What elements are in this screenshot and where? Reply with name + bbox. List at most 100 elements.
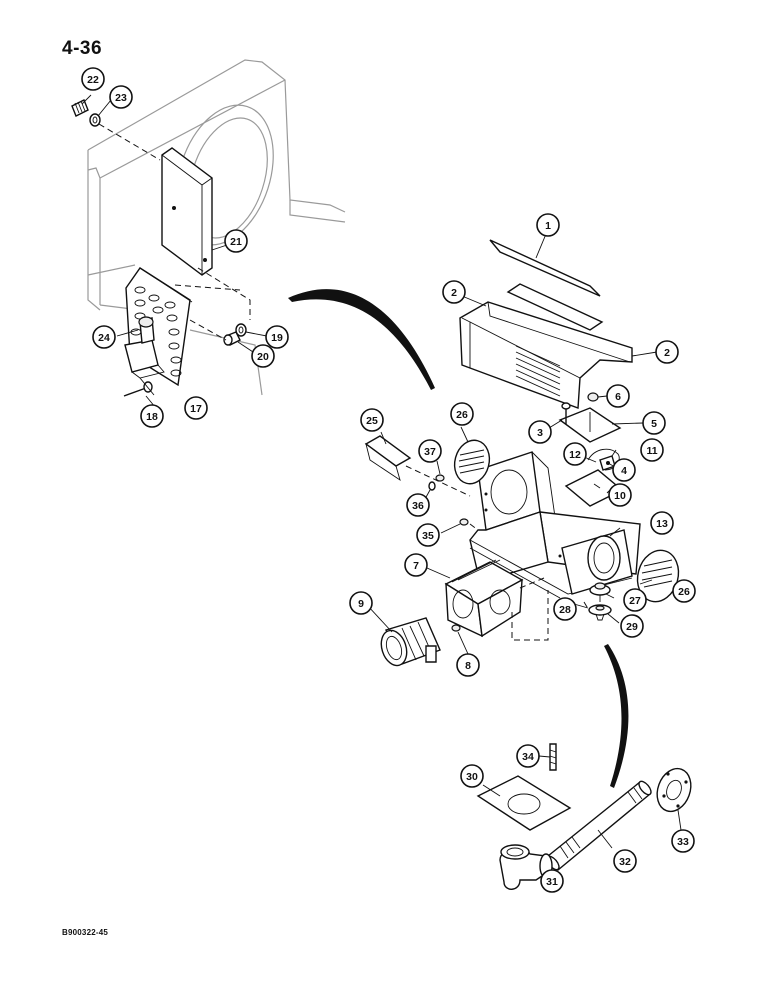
elbow-31 <box>499 844 553 890</box>
valve-27 <box>589 582 611 602</box>
svg-text:2: 2 <box>451 287 457 299</box>
callout-18: 18 <box>140 404 164 428</box>
callout-17: 17 <box>184 396 208 420</box>
callout-2-right: 2 <box>655 340 679 364</box>
washer-19 <box>235 323 247 337</box>
nut-6 <box>587 392 599 402</box>
fastener-37 <box>435 474 445 482</box>
page-number: 4-36 <box>62 38 103 59</box>
svg-text:32: 32 <box>619 856 631 868</box>
svg-text:36: 36 <box>412 500 424 512</box>
callout-24: 24 <box>92 325 116 349</box>
svg-text:8: 8 <box>465 660 471 672</box>
callout-13: 13 <box>650 511 674 535</box>
svg-text:37: 37 <box>424 446 436 458</box>
callout-26-lower: 26 <box>672 579 696 603</box>
svg-text:3: 3 <box>537 427 543 439</box>
svg-text:35: 35 <box>422 530 434 542</box>
duct-connector-9 <box>380 617 441 667</box>
flange-33 <box>656 767 692 813</box>
svg-text:24: 24 <box>98 332 110 344</box>
cover-2 <box>459 301 633 409</box>
callout-11: 11 <box>640 438 664 462</box>
svg-text:20: 20 <box>257 351 269 363</box>
svg-text:7: 7 <box>413 560 419 572</box>
callout-9: 9 <box>349 591 373 615</box>
callout-27: 27 <box>623 588 647 612</box>
callout-7: 7 <box>404 553 428 577</box>
svg-text:19: 19 <box>271 332 283 344</box>
svg-text:26: 26 <box>456 409 468 421</box>
callout-33: 33 <box>671 829 695 853</box>
svg-text:33: 33 <box>677 836 689 848</box>
curved-pointer-arrow <box>288 289 435 390</box>
svg-text:26: 26 <box>678 586 690 598</box>
svg-text:23: 23 <box>115 92 127 104</box>
screw-18 <box>123 381 153 397</box>
callout-19: 19 <box>265 325 289 349</box>
grille-26-lower <box>636 549 680 603</box>
spacer-20 <box>223 331 241 346</box>
callout-8: 8 <box>456 653 480 677</box>
cover-strip-1 <box>489 239 604 331</box>
callout-28: 28 <box>553 597 577 621</box>
curved-pointer-arrow-2 <box>604 644 629 788</box>
plate-5 <box>558 407 622 443</box>
svg-text:31: 31 <box>546 876 558 888</box>
svg-text:17: 17 <box>190 403 202 415</box>
svg-text:34: 34 <box>522 751 534 763</box>
bolt-22 <box>71 99 89 117</box>
svg-text:1: 1 <box>545 220 551 232</box>
callout-1: 1 <box>536 213 560 237</box>
svg-text:29: 29 <box>626 621 638 633</box>
callout-30: 30 <box>460 764 484 788</box>
svg-text:11: 11 <box>646 445 657 457</box>
callout-25: 25 <box>360 408 384 432</box>
fitting-29 <box>588 604 612 621</box>
callout-31: 31 <box>540 869 564 893</box>
callout-3: 3 <box>528 420 552 444</box>
callout-34: 34 <box>516 744 540 768</box>
callout-12: 12 <box>563 442 587 466</box>
document-code: B900322-45 <box>62 928 109 937</box>
callout-20: 20 <box>251 344 275 368</box>
washer-36 <box>428 481 436 491</box>
svg-text:6: 6 <box>615 391 621 403</box>
svg-text:2: 2 <box>664 347 670 359</box>
nut-35 <box>459 518 469 526</box>
callout-22: 22 <box>81 67 105 91</box>
clip-11 <box>587 448 620 471</box>
bolt-3 <box>561 402 571 424</box>
nut-8 <box>451 624 461 632</box>
svg-text:27: 27 <box>629 595 641 607</box>
plate-21 <box>161 147 213 276</box>
callout-21: 21 <box>224 229 248 253</box>
svg-text:13: 13 <box>656 518 668 530</box>
callout-29: 29 <box>620 614 644 638</box>
svg-text:4: 4 <box>621 465 627 477</box>
callout-5: 5 <box>642 411 666 435</box>
svg-text:30: 30 <box>466 771 478 783</box>
svg-text:9: 9 <box>358 598 364 610</box>
plate-30 <box>476 775 572 831</box>
control-knob-24 <box>124 316 165 379</box>
svg-text:10: 10 <box>614 490 626 502</box>
box-7 <box>444 559 524 638</box>
pin-34 <box>549 743 557 771</box>
washer-23 <box>89 113 101 127</box>
callout-23: 23 <box>109 85 133 109</box>
gasket-25 <box>364 435 412 482</box>
svg-text:28: 28 <box>559 604 571 616</box>
callout-6: 6 <box>606 384 630 408</box>
svg-text:18: 18 <box>146 411 158 423</box>
callout-35: 35 <box>416 523 440 547</box>
svg-text:5: 5 <box>651 418 657 430</box>
callout-32: 32 <box>613 849 637 873</box>
callout-26-upper: 26 <box>450 402 474 426</box>
pipe-32 <box>546 780 652 872</box>
callout-2-left: 2 <box>442 280 466 304</box>
grille-26-upper <box>453 439 491 485</box>
svg-text:12: 12 <box>569 449 581 461</box>
callout-10: 10 <box>608 483 632 507</box>
callout-4: 4 <box>612 458 636 482</box>
